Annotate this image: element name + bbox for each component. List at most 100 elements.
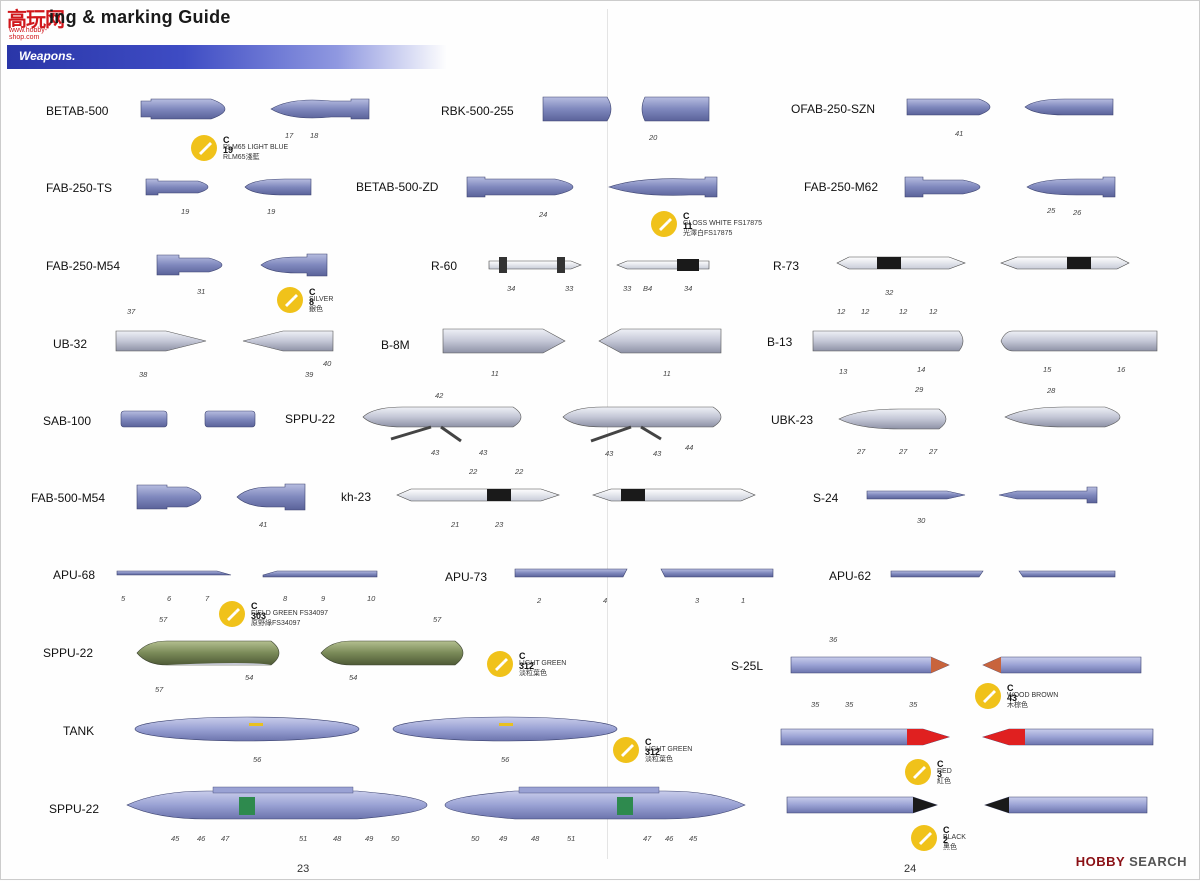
chip-code: C 312 <box>645 737 661 757</box>
fab-250-ts-bomb <box>145 178 312 196</box>
part-number: 6 <box>167 594 172 603</box>
part-number: 23 <box>495 520 504 529</box>
part-number: 46 <box>197 834 206 843</box>
label-kh-23: kh-23 <box>341 490 372 504</box>
label-fab-250-ts: FAB-250-TS <box>46 181 113 195</box>
label-b-13: B-13 <box>767 335 793 349</box>
chip-label-cn: 淡粒葉色 <box>645 756 673 763</box>
part-number: 12 <box>861 307 870 316</box>
part-number: 24 <box>539 210 548 219</box>
paint-brush-icon <box>219 601 245 627</box>
part-number: 51 <box>299 834 308 843</box>
betab-500-bomb <box>140 98 370 120</box>
chip-label-cn: 木棕色 <box>1007 702 1028 709</box>
label-sppu-22-c: SPPU-22 <box>49 802 100 816</box>
part-number: 8 <box>283 594 288 603</box>
part-number: B4 <box>643 284 653 293</box>
part-number: 11 <box>491 369 499 378</box>
paint-brush-icon <box>487 651 513 677</box>
chip-label-cn: RLM65淺藍 <box>223 154 260 161</box>
part-number: 27 <box>857 447 866 456</box>
part-number: 18 <box>310 131 319 140</box>
label-r-73: R-73 <box>773 259 800 273</box>
part-number: 50 <box>391 834 400 843</box>
s-24-rocket <box>866 486 1098 504</box>
chip-code: C 8 <box>309 287 316 307</box>
part-number: 27 <box>929 447 938 456</box>
label-betab-500: BETAB-500 <box>46 104 109 118</box>
paint-brush-icon <box>191 135 217 161</box>
logo-text: 高玩网 <box>7 9 65 31</box>
part-number: 27 <box>899 447 908 456</box>
r-73-missile <box>836 256 1130 270</box>
part-number: 28 <box>1047 386 1056 395</box>
paint-brush-icon <box>651 211 677 237</box>
label-b-8m: B-8M <box>381 338 410 352</box>
fab-250-m54-bomb <box>156 253 328 277</box>
chip-code: C 303 <box>251 601 267 621</box>
label-apu-73: APU-73 <box>445 570 488 584</box>
part-number: 41 <box>259 520 268 529</box>
part-number: 9 <box>321 594 326 603</box>
part-number: 20 <box>649 133 658 142</box>
watermark-suffix: SEARCH <box>1129 854 1187 869</box>
part-number: 12 <box>899 307 908 316</box>
part-number: 15 <box>1043 365 1052 374</box>
label-fab-250-m62: FAB-250-M62 <box>804 180 879 194</box>
part-number: 57 <box>433 615 442 624</box>
paint-brush-icon <box>277 287 303 313</box>
part-number: 56 <box>501 755 510 764</box>
rbk-500-255-bomb <box>542 96 710 122</box>
part-number: 4 <box>603 596 608 605</box>
part-number: 43 <box>479 448 488 457</box>
part-number: 19 <box>181 207 190 216</box>
part-number: 54 <box>245 673 254 682</box>
label-s-24: S-24 <box>813 491 839 505</box>
label-ubk-23: UBK-23 <box>771 413 814 427</box>
s-25l-rocket <box>780 656 1154 814</box>
label-ofab-250-szn: OFAB-250-SZN <box>791 102 876 116</box>
chip-label-cn: 光澤白FS17875 <box>683 230 733 237</box>
chip-label-cn: 原野綠FS34097 <box>251 620 301 627</box>
chip-code: C 2 <box>943 825 950 845</box>
chip-label-cn: 淡粒葉色 <box>519 670 547 677</box>
site-logo: 高玩网 www.hobby-shop.com <box>7 5 69 41</box>
chip-label-cn: 紅色 <box>937 778 951 785</box>
part-number: 30 <box>917 516 926 525</box>
label-apu-62: APU-62 <box>829 569 872 583</box>
part-number: 29 <box>915 385 924 394</box>
ofab-250-szn-bomb <box>906 98 1114 116</box>
part-number: 41 <box>955 129 964 138</box>
chip-label: FIELD GREEN FS34097 <box>251 610 329 617</box>
part-number: 17 <box>285 131 294 140</box>
chip-label: RED <box>937 768 952 775</box>
part-number: 50 <box>471 834 480 843</box>
part-number: 19 <box>267 207 276 216</box>
sppu-22-large-gunpod <box>126 786 746 820</box>
label-betab-500-zd: BETAB-500-ZD <box>356 180 439 194</box>
part-number: 49 <box>365 834 374 843</box>
part-number: 36 <box>829 635 838 644</box>
chip-code: C 312 <box>519 651 535 671</box>
section-title: Weapons. <box>19 49 76 63</box>
part-number: 35 <box>811 700 820 709</box>
part-number: 16 <box>1117 365 1126 374</box>
part-number: 43 <box>605 449 614 458</box>
part-number: 2 <box>537 596 542 605</box>
label-sab-100: SAB-100 <box>43 414 92 428</box>
part-number: 5 <box>121 594 126 603</box>
part-number: 26 <box>1073 208 1082 217</box>
label-s-25l: S-25L <box>731 659 764 673</box>
chip-label: WOOD BROWN <box>1007 692 1059 699</box>
apu-73-pylon <box>514 568 774 578</box>
part-number: 3 <box>695 596 700 605</box>
part-number: 45 <box>689 834 698 843</box>
apu-62-pylon <box>890 570 1116 578</box>
part-number: 13 <box>839 367 848 376</box>
label-sppu-22-b: SPPU-22 <box>43 646 94 660</box>
page-title: ing & marking Guide <box>49 7 231 27</box>
part-number: 31 <box>197 287 206 296</box>
part-number: 45 <box>171 834 180 843</box>
part-number: 46 <box>665 834 674 843</box>
